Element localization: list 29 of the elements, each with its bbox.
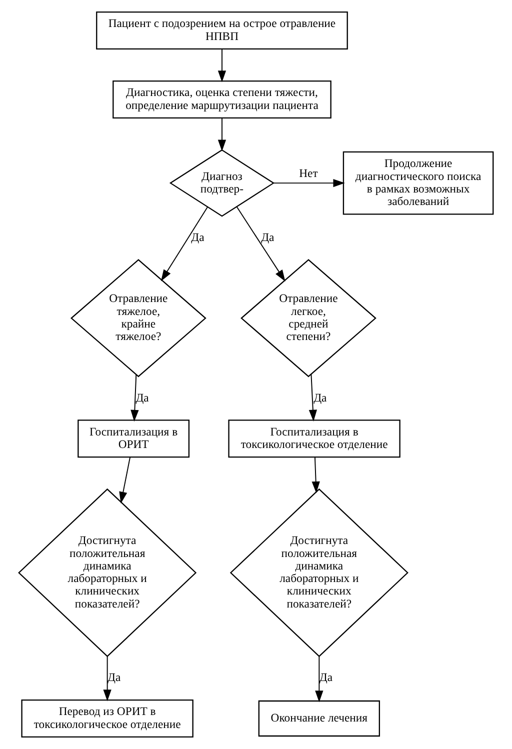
arrow xyxy=(130,374,139,422)
edge-label: Да xyxy=(314,391,327,404)
arrow xyxy=(119,456,131,504)
node-diamond: Диагноз подтвер- xyxy=(169,149,275,217)
arrow xyxy=(218,118,226,152)
edge-label: Да xyxy=(319,671,333,684)
node-box: Окончание лечения xyxy=(258,700,380,737)
arrow xyxy=(315,656,324,702)
arrow xyxy=(160,206,208,282)
node-box: Госпитализация в токсикологическое отделение xyxy=(228,420,400,458)
node-box: Перевод из ОРИТ в токсикологическое отделение xyxy=(21,699,194,738)
arrow xyxy=(103,656,112,702)
node-box: Госпитализация в ОРИТ xyxy=(78,420,190,458)
node-box: Диагностика, оценка степени тяжести, определение маршрутизации пациента xyxy=(112,80,332,119)
node-diamond: Отравление легкое, средней степени? xyxy=(240,259,376,378)
arrow xyxy=(218,48,226,82)
arrow xyxy=(312,456,320,494)
arrow xyxy=(273,178,345,188)
arrow xyxy=(308,374,318,422)
edge-label: Да xyxy=(261,230,274,244)
edge-label: Да xyxy=(191,230,204,244)
node-box: Пациент с подозрением на острое отравление НПВП xyxy=(96,11,348,50)
node-box: Продолжение диагностического поиска в рамках возможных заболеваний xyxy=(342,151,494,215)
node-diamond: Отравление тяжелое, крайне тяжелое? xyxy=(70,259,206,378)
node-diamond: Достигнута положительная динамика лабораторных и клинических показателей? xyxy=(230,488,408,658)
node-diamond: Достигнута положительная динамика лабораторных и клинических показателей? xyxy=(18,488,197,658)
edge-label: Нет xyxy=(299,166,318,180)
edge-label: Да xyxy=(136,391,149,404)
arrow xyxy=(236,206,286,282)
